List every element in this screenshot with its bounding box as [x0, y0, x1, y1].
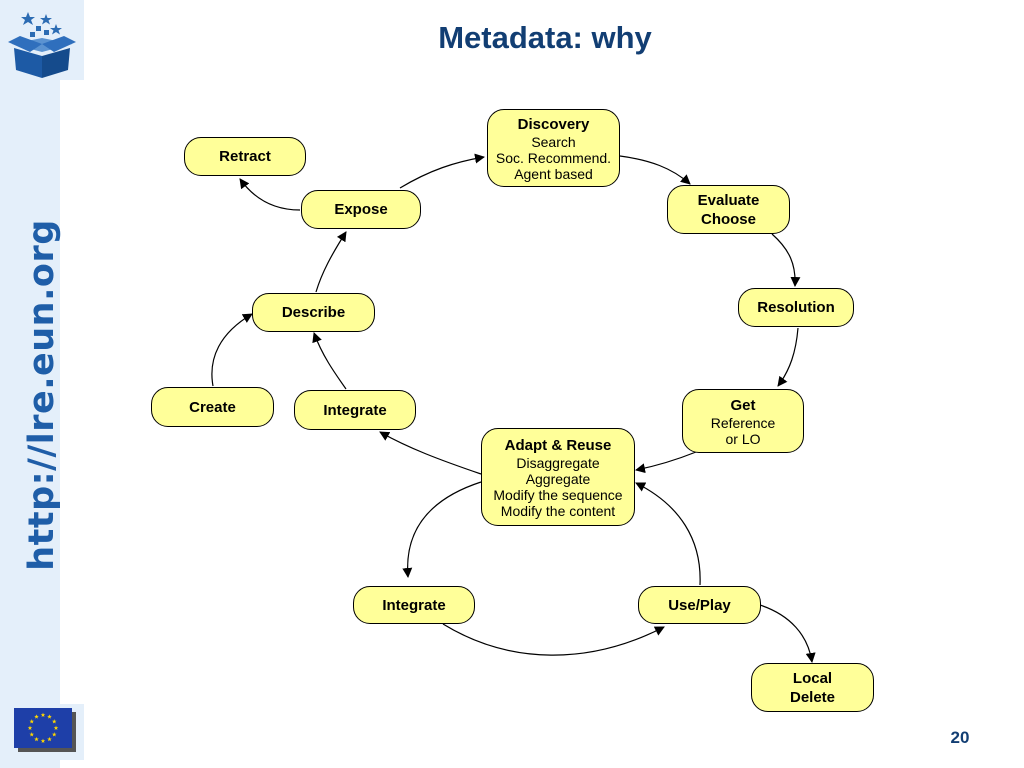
arrow-get-to-adapt [635, 451, 697, 474]
node-get-label: Get [730, 396, 756, 414]
page-number: 20 [950, 728, 970, 747]
eu-star [51, 719, 57, 724]
node-discovery: Discovery Search Soc. Recommend. Agent b… [487, 109, 620, 187]
arrow-integrate-to-describe [312, 332, 347, 390]
eu-star [47, 714, 52, 719]
eu-flag-panel [8, 704, 84, 760]
node-retract: Retract [184, 137, 306, 176]
box-with-stars-icon [8, 12, 76, 78]
node-integrate-lower: Integrate [353, 586, 475, 624]
node-adapt-reuse: Adapt & Reuse Disaggregate Aggregate Mod… [481, 428, 635, 526]
arrow-describe-to-expose [315, 231, 347, 293]
node-integrate-upper: Integrate [294, 390, 416, 430]
node-get: Get Reference or LO [682, 389, 804, 453]
node-adapt-reuse-label: Adapt & Reuse [504, 436, 612, 454]
arrow-create-to-describe [211, 313, 253, 387]
arrow-adapt-to-integrate-upper [379, 431, 482, 475]
arrow-expose-to-retract [239, 178, 301, 211]
node-adapt-reuse-line: Disaggregate [516, 454, 600, 471]
node-describe: Describe [252, 293, 375, 332]
arrow-resolution-to-get [777, 327, 799, 387]
node-local-delete: Local Delete [751, 663, 874, 712]
arrow-adapt-to-integrate-lower [402, 481, 482, 578]
node-adapt-reuse-line: Modify the sequence [493, 486, 623, 503]
node-get-line: or LO [725, 430, 761, 447]
eu-star [47, 736, 52, 742]
node-discovery-label: Discovery [517, 115, 590, 133]
eu-flag-icon [14, 708, 76, 752]
node-use-play-label: Use/Play [668, 596, 731, 614]
arrow-useplay-to-local-delete [759, 604, 816, 663]
node-expose: Expose [301, 190, 421, 229]
logo-panel [0, 0, 84, 80]
slide-title: Metadata: why [438, 20, 652, 55]
node-discovery-line: Soc. Recommend. [495, 149, 612, 166]
eu-star [53, 725, 59, 730]
eu-star [51, 732, 57, 737]
sidebar [0, 0, 60, 768]
arrow-integrate-to-useplay [442, 623, 665, 656]
node-integrate-lower-label: Integrate [382, 596, 446, 614]
node-evaluate-choose-label: Evaluate Choose [697, 191, 760, 228]
node-get-line: Reference [710, 414, 776, 431]
eu-star [29, 719, 35, 724]
eu-star [34, 714, 39, 719]
arrow-evaluate-to-resolution [771, 233, 801, 287]
node-adapt-reuse-line: Modify the content [500, 502, 616, 519]
node-local-delete-label: Local Delete [789, 669, 836, 706]
eu-star [34, 736, 39, 742]
node-use-play: Use/Play [638, 586, 761, 624]
node-retract-label: Retract [219, 148, 271, 165]
node-expose-label: Expose [334, 201, 388, 218]
node-create: Create [151, 387, 274, 427]
eu-star [40, 738, 46, 743]
node-describe-label: Describe [281, 304, 346, 321]
eu-star [27, 725, 33, 730]
node-resolution: Resolution [738, 288, 854, 327]
eu-star [29, 732, 35, 737]
node-evaluate-choose: Evaluate Choose [667, 185, 790, 234]
node-resolution-label: Resolution [757, 299, 835, 316]
node-discovery-line: Search [531, 133, 576, 150]
arrow-useplay-to-adapt [635, 482, 701, 586]
node-adapt-reuse-line: Aggregate [525, 470, 591, 487]
arrow-expose-to-discovery [399, 153, 485, 189]
node-integrate-upper-label: Integrate [323, 401, 387, 419]
eu-star [40, 712, 46, 717]
node-create-label: Create [189, 398, 236, 416]
node-discovery-line: Agent based [514, 165, 593, 182]
arrow-discovery-to-evaluate [619, 155, 691, 185]
